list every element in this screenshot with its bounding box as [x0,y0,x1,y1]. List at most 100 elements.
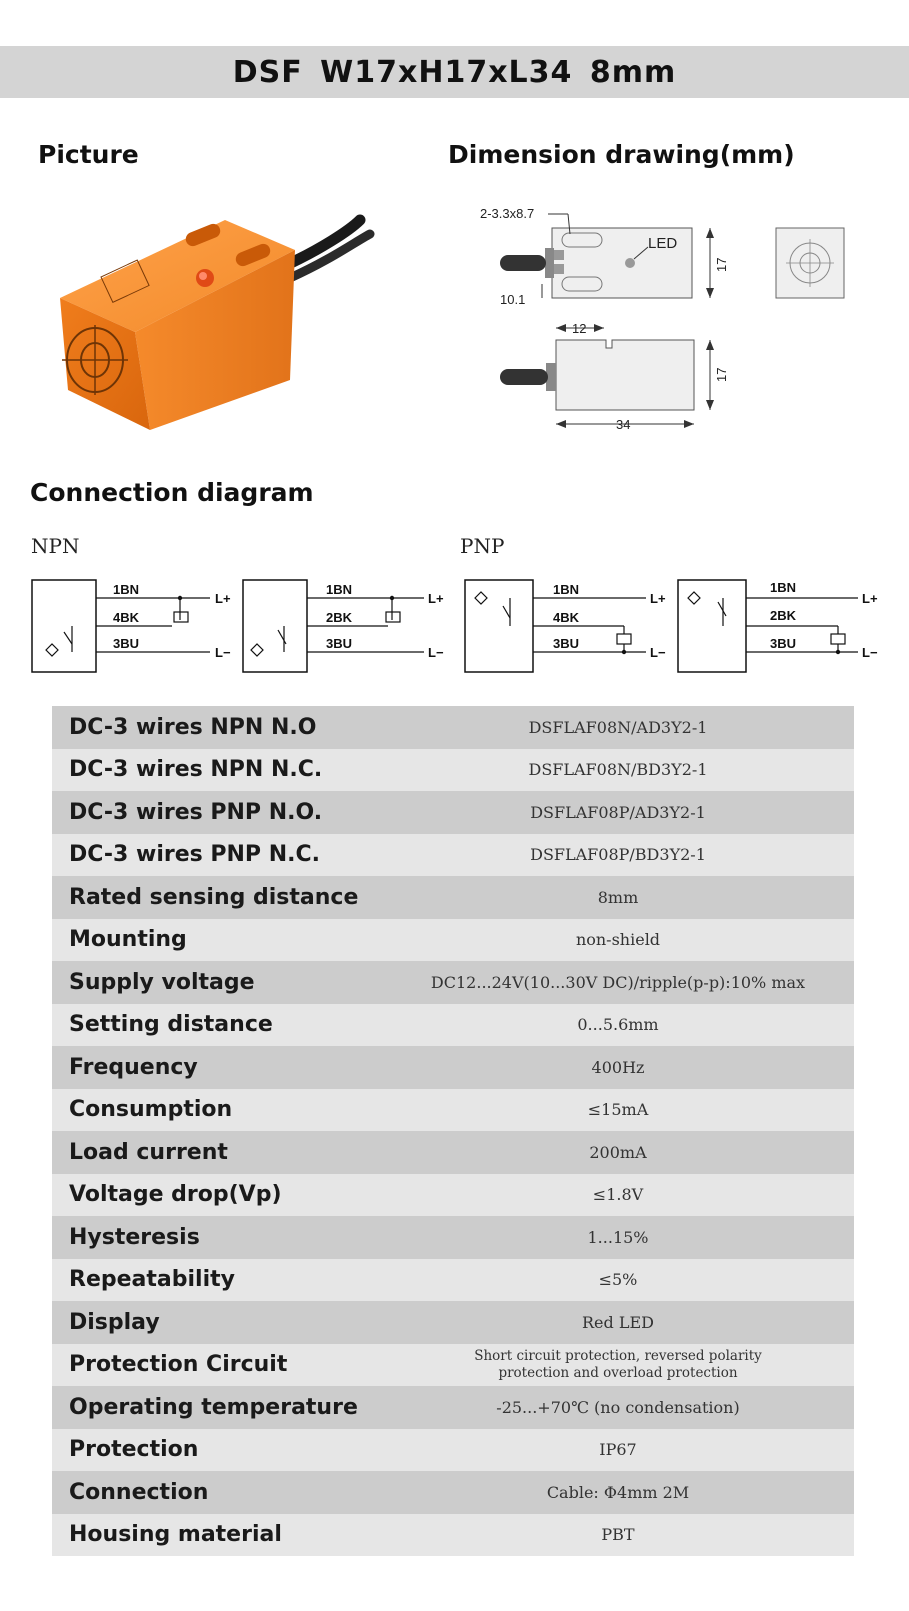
table-row: DC-3 wires PNP N.O. DSFLAF08P/AD3Y2-1 [52,791,854,834]
spec-value: 1...15% [587,1227,649,1247]
dim-led-label: LED [648,235,677,252]
spec-label: Protection [69,1437,199,1463]
wire-label: 3BU [113,636,139,651]
spec-label: Voltage drop(Vp) [69,1182,282,1208]
spec-value: 200mA [589,1142,647,1162]
l-plus-label: L+ [215,591,231,606]
l-minus-label: L− [428,645,444,660]
spec-label: Load current [69,1139,228,1165]
table-row: Frequency 400Hz [52,1046,854,1089]
picture-heading: Picture [38,140,139,169]
table-row: Load current 200mA [52,1131,854,1174]
dim-offset-label: 10.1 [500,292,525,307]
npn-label: NPN [31,534,80,558]
table-row: Connection Cable: Φ4mm 2M [52,1471,854,1514]
table-row: DC-3 wires NPN N.O DSFLAF08N/AD3Y2-1 [52,706,854,749]
wire-label: 1BN [770,580,796,595]
wire-label: 1BN [553,582,579,597]
table-row: Operating temperature -25...+70℃ (no cond… [52,1386,854,1429]
spec-label: DC-3 wires NPN N.C. [69,757,323,783]
spec-value: ≤5% [598,1270,638,1290]
spec-value: DC12...24V(10...30V DC)/ripple(p-p):10% … [430,972,806,992]
table-row: Consumption ≤15mA [52,1088,854,1131]
spec-value: PBT [601,1525,635,1545]
wire-label: 3BU [553,636,579,651]
spec-label: Mounting [69,927,187,953]
spec-value: ≤1.8V [592,1185,644,1205]
table-row: Protection IP67 [52,1428,854,1471]
spec-label: Operating temperature [69,1394,358,1420]
table-row: Setting distance 0...5.6mm [52,1003,854,1046]
dimension-drawing: LED 2-3.3x8.7 10.1 17 12 17 34 [480,206,845,432]
spec-value: -25...+70℃ (no condensation) [496,1397,740,1417]
table-row: Protection Circuit Short circuit protecti… [52,1343,854,1386]
l-minus-label: L− [650,645,666,660]
wiring-diagram-pnp-no: 1BN 4BK 3BU L+ L− [464,579,666,673]
product-picture [60,214,375,430]
dimension-heading: Dimension drawing(mm) [448,140,795,169]
spec-label: Rated sensing distance [69,884,359,910]
wire-label: 1BN [113,582,139,597]
spec-label: Connection [69,1479,209,1505]
table-row: DC-3 wires PNP N.C. DSFLAF08P/BD3Y2-1 [52,833,854,876]
wire-label: 1BN [326,582,352,597]
dim-slot-label: 2-3.3x8.7 [480,206,534,221]
wire-label: 3BU [326,636,352,651]
table-row: Repeatability ≤5% [52,1258,854,1301]
spec-value: 0...5.6mm [577,1015,659,1035]
table-row: Supply voltage DC12...24V(10...30V DC)/ri… [52,961,854,1004]
wire-label: 4BK [553,610,580,625]
wire-label: 4BK [113,610,140,625]
wiring-diagram-npn-no: 1BN 4BK 3BU L+ L− [31,579,231,673]
spec-value: 400Hz [591,1057,645,1077]
spec-label: Setting distance [69,1012,273,1038]
spec-label: Frequency [69,1054,198,1080]
spec-value: DSFLAF08P/AD3Y2-1 [530,802,706,822]
l-minus-label: L− [215,645,231,660]
l-plus-label: L+ [428,591,444,606]
table-row: Housing material PBT [52,1513,854,1556]
spec-value: 8mm [597,887,639,907]
dim-length-label: 34 [616,417,630,432]
table-row: Display Red LED [52,1301,854,1344]
connection-heading: Connection diagram [30,478,314,507]
l-plus-label: L+ [862,591,878,606]
connection-diagrams: 1BN 4BK 3BU L+ L− 1BN 2BK 3BU L+ L− [31,579,878,673]
spec-value: Cable: Φ4mm 2M [546,1482,690,1502]
spec-label: DC-3 wires NPN N.O [69,714,317,740]
spec-label: Consumption [69,1097,233,1123]
title-bar: DSF W17xH17xL34 8mm [0,46,909,98]
spec-label: Repeatability [69,1267,235,1293]
dim-height-top: 17 [714,258,729,272]
wire-label: 2BK [326,610,353,625]
wiring-diagram-npn-nc: 1BN 2BK 3BU L+ L− [242,579,444,673]
spec-label: Protection Circuit [69,1352,288,1378]
pnp-label: PNP [460,534,505,558]
spec-value: DSFLAF08N/BD3Y2-1 [528,760,708,780]
spec-value: DSFLAF08N/AD3Y2-1 [528,717,708,737]
spec-value: ≤15mA [587,1100,649,1120]
l-minus-label: L− [862,645,878,660]
table-row: Voltage drop(Vp) ≤1.8V [52,1173,854,1216]
spec-label: DC-3 wires PNP N.O. [69,799,323,825]
spec-label: Housing material [69,1522,282,1548]
spec-value: DSFLAF08P/BD3Y2-1 [530,845,706,865]
table-row: Hysteresis 1...15% [52,1216,854,1259]
table-row: Mounting non-shield [52,918,854,961]
table-row: Rated sensing distance 8mm [52,876,854,919]
l-plus-label: L+ [650,591,666,606]
spec-value: IP67 [599,1440,637,1460]
page-title: DSF W17xH17xL34 8mm [232,54,677,90]
spec-label: DC-3 wires PNP N.C. [69,842,320,868]
spec-value: Short circuit protection, reversed polar… [474,1347,762,1381]
spec-value: Red LED [582,1312,654,1332]
wire-label: 2BK [770,608,797,623]
dim-height-side: 17 [714,368,729,382]
table-row: DC-3 wires NPN N.C. DSFLAF08N/BD3Y2-1 [52,748,854,791]
spec-label: Hysteresis [69,1224,200,1250]
spec-value: non-shield [575,930,661,950]
spec-label: Supply voltage [69,969,255,995]
wiring-diagram-pnp-nc: 1BN 2BK 3BU L+ L− [677,579,878,673]
spec-label: Display [69,1309,160,1335]
dim-depth-label: 12 [572,321,586,336]
